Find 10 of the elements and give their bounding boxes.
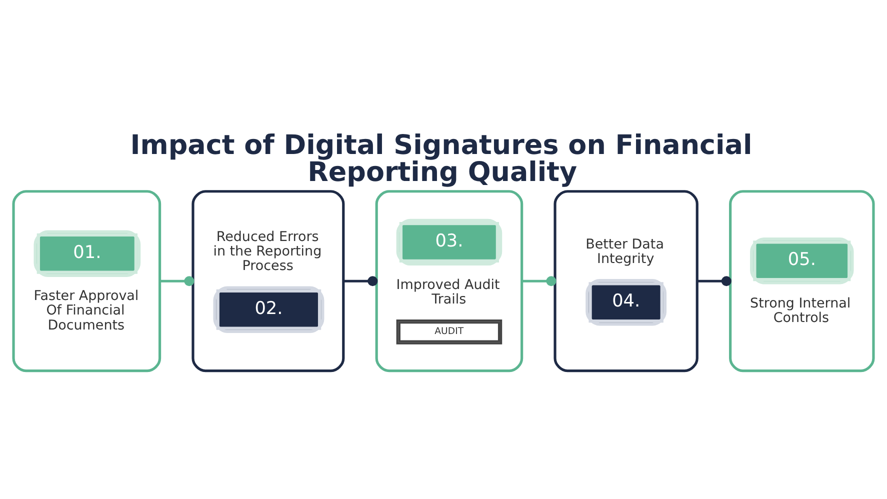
node-box: Reduced Errors in the Reporting Process 02. — [192, 190, 345, 372]
connector — [344, 276, 378, 286]
connector — [697, 276, 732, 286]
connector — [522, 276, 556, 286]
node-box: 05. Strong Internal Controls — [729, 190, 875, 372]
connector — [160, 276, 194, 286]
node-box: 03. Improved Audit Trails AUDIT — [375, 190, 524, 372]
diagram-title: Impact of Digital Signatures on Financial Reporting Quality — [130, 129, 752, 188]
node-box: 01. Faster Approval Of Financial Documents — [12, 190, 162, 372]
node-box: Better Data Integrity 04. — [554, 190, 698, 372]
